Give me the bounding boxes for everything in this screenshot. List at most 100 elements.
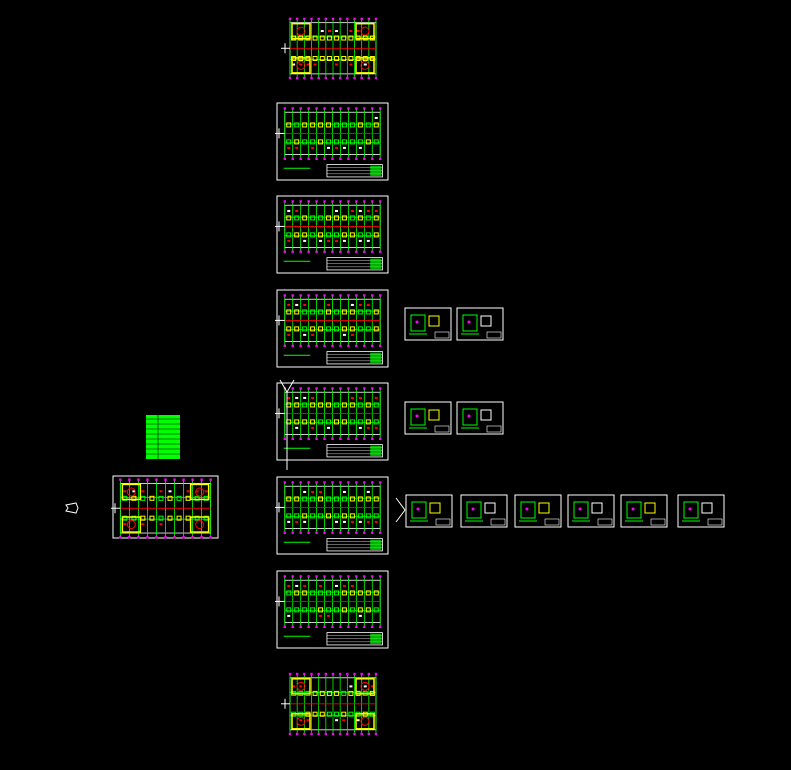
dimension-mark (363, 387, 366, 390)
dimension-mark (355, 531, 358, 534)
dimension-mark (363, 575, 366, 578)
column (373, 590, 379, 596)
column (357, 513, 363, 519)
detail-sheet[interactable] (405, 494, 453, 528)
dimension-mark (283, 250, 286, 253)
dimension-mark (371, 481, 374, 484)
sheet-frame (276, 476, 389, 555)
detail-sheet[interactable] (404, 401, 452, 435)
dimension-mark (578, 507, 582, 511)
column (302, 139, 308, 145)
column (349, 139, 355, 145)
dimension-mark (338, 732, 342, 736)
column (294, 590, 300, 596)
detail-sheet[interactable] (567, 494, 615, 528)
tag (123, 523, 127, 526)
dimension-mark (119, 536, 122, 539)
detail-sheet[interactable] (404, 307, 452, 341)
column (341, 232, 347, 238)
dimension-mark (367, 732, 371, 736)
tag (374, 520, 378, 523)
dimension-mark (323, 625, 326, 628)
column (294, 139, 300, 145)
detail-sheet[interactable] (456, 307, 504, 341)
column (131, 515, 137, 521)
dimension-mark (283, 344, 286, 347)
column (357, 326, 363, 332)
stair-detail (121, 483, 142, 501)
dimension-mark (347, 625, 350, 628)
column (373, 496, 379, 502)
column (333, 232, 339, 238)
detail-sheet[interactable] (514, 494, 562, 528)
column (318, 309, 324, 315)
sheet-plan-5[interactable] (275, 382, 389, 461)
tag (366, 209, 370, 212)
dimension-mark (347, 157, 350, 160)
column (194, 495, 200, 501)
tag (342, 239, 346, 242)
detail-sheet[interactable] (456, 401, 504, 435)
dimension-mark (310, 76, 313, 80)
dimension-mark (307, 200, 310, 203)
tag (295, 303, 299, 306)
stair-detail (355, 57, 375, 74)
column (326, 402, 332, 408)
dimension-mark (164, 536, 167, 539)
column (373, 419, 379, 425)
column (333, 607, 339, 613)
sheet-plan-4[interactable] (275, 289, 389, 368)
stair-detail (296, 26, 306, 36)
column (365, 309, 371, 315)
column (302, 419, 308, 425)
column (302, 402, 308, 408)
column (341, 607, 347, 613)
column (310, 496, 316, 502)
column (341, 309, 347, 315)
detail-section (701, 502, 713, 514)
dimension-mark (363, 157, 366, 160)
column (158, 515, 164, 521)
detail-sheet[interactable] (620, 494, 668, 528)
sheet-plan-2[interactable] (275, 102, 389, 181)
tag (358, 239, 362, 242)
dimension-mark (182, 536, 185, 539)
dimension-mark (331, 625, 334, 628)
tag (303, 396, 307, 399)
sheet-plan-8[interactable] (281, 672, 378, 736)
dimension-mark (315, 294, 318, 297)
column (294, 309, 300, 315)
column (302, 326, 308, 332)
dimension-mark (299, 250, 302, 253)
dimension-mark (471, 507, 475, 511)
overview-plan[interactable] (111, 475, 219, 539)
dimension-mark (295, 732, 299, 736)
column (357, 139, 363, 145)
dimension-mark (191, 536, 194, 539)
tag (295, 146, 299, 149)
column (365, 590, 371, 596)
sheet-plan-3[interactable] (275, 195, 389, 274)
detail-section (520, 501, 536, 519)
dimension-mark (323, 250, 326, 253)
column (326, 56, 332, 62)
dimension-mark (415, 320, 419, 324)
column (318, 232, 324, 238)
column (357, 607, 363, 613)
stair-detail (195, 520, 205, 530)
detail-sheet[interactable] (460, 494, 508, 528)
sheet-plan-7[interactable] (275, 570, 389, 649)
dimension-mark (353, 672, 356, 676)
detail-section (484, 502, 496, 514)
dimension-mark (371, 531, 374, 534)
detail-sheet[interactable] (677, 494, 725, 528)
sheet-plan-1[interactable] (281, 17, 378, 80)
dimension-mark (355, 250, 358, 253)
dimension-mark (164, 478, 167, 481)
dimension-mark (288, 732, 292, 736)
dimension-mark (307, 387, 310, 390)
tag (334, 520, 338, 523)
tag (349, 30, 353, 33)
sheet-plan-6[interactable] (275, 476, 389, 555)
